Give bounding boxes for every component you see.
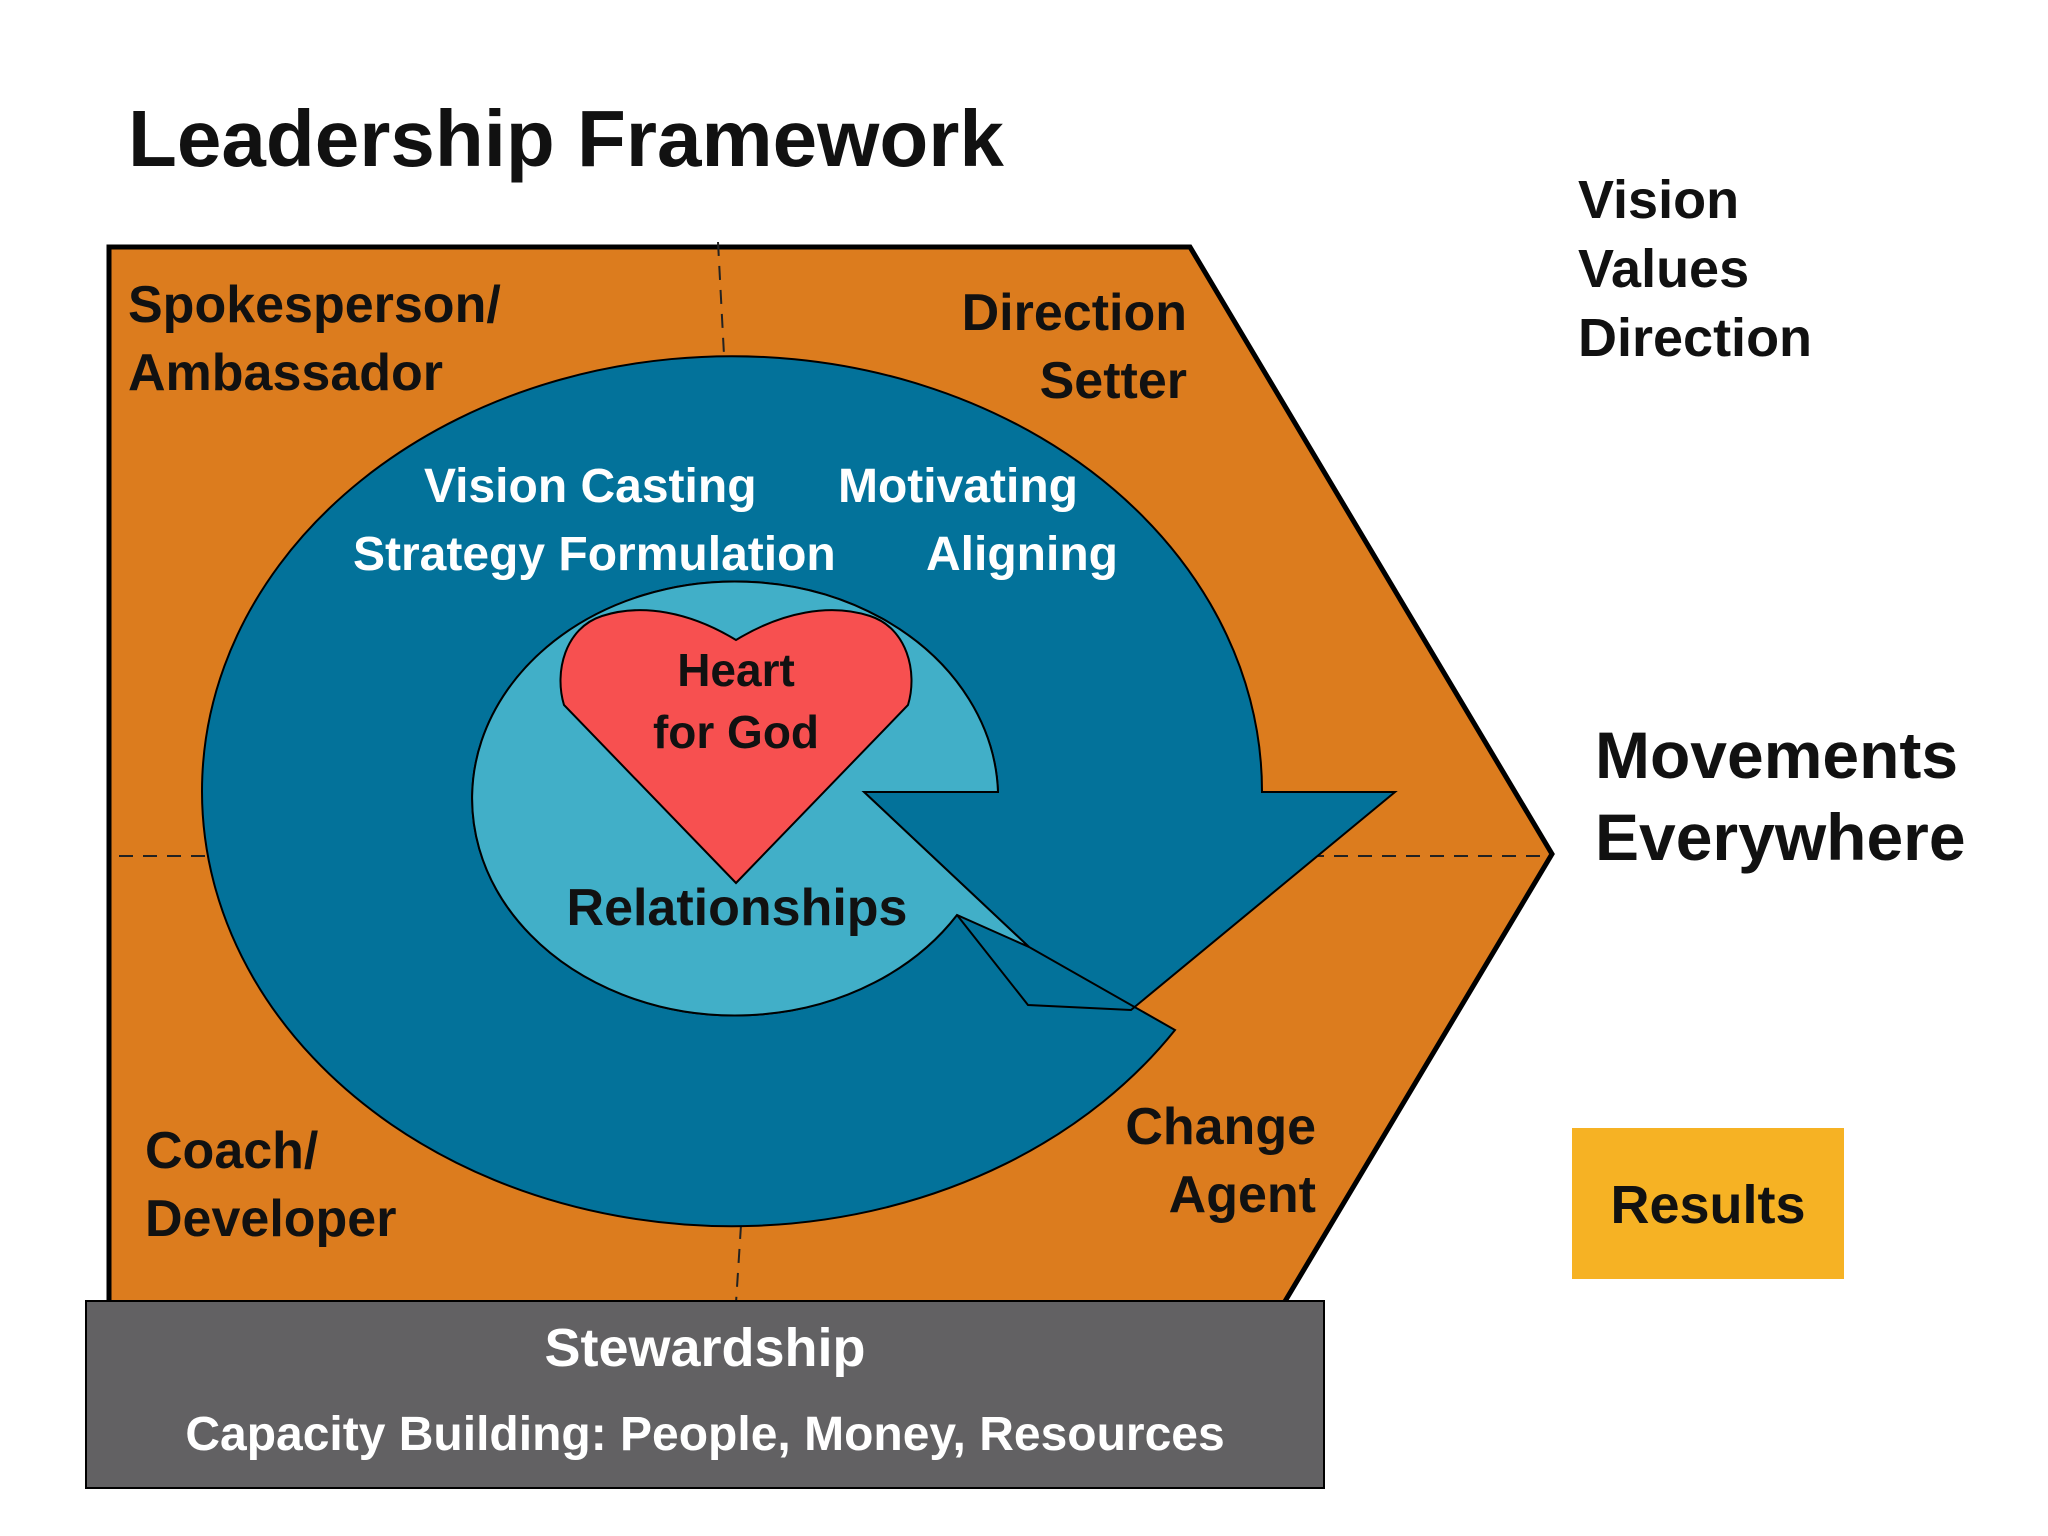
slide-title: Leadership Framework (128, 94, 1004, 183)
results-box (1572, 1128, 1844, 1279)
coach-label-line2: Developer (145, 1190, 396, 1248)
spokesperson-label-line1: Spokesperson/ (128, 276, 501, 334)
relationships-label: Relationships (567, 879, 908, 937)
spokesperson-label-line2: Ambassador (128, 344, 443, 402)
side-list-item-direction: Direction (1578, 308, 1812, 368)
side-list-item-vision: Vision (1578, 170, 1739, 230)
side-list-item-values: Values (1578, 239, 1749, 299)
heart-shape (559, 609, 913, 885)
strategy-formulation-label: Strategy Formulation (353, 528, 836, 581)
change-agent-label-line1: Change (1125, 1098, 1316, 1156)
results-label: Results (1610, 1175, 1805, 1235)
heart-label-line1: Heart (677, 644, 795, 696)
aligning-label: Aligning (926, 528, 1118, 581)
divider-top (717, 241, 725, 356)
divider-bottom (735, 1224, 742, 1304)
change-agent-label-line2: Agent (1169, 1166, 1316, 1224)
vision-casting-label: Vision Casting (424, 460, 757, 513)
goal-label-line1: Movements (1595, 718, 1958, 792)
stewardship-title: Stewardship (544, 1318, 865, 1378)
coach-label-line1: Coach/ (145, 1122, 318, 1180)
direction-setter-label-line2: Setter (1040, 352, 1187, 410)
quadrant-dividers (119, 241, 1540, 1304)
goal-label-line2: Everywhere (1595, 800, 1966, 874)
direction-setter-label-line1: Direction (962, 284, 1187, 342)
stewardship-bar (85, 1300, 1325, 1489)
motivating-label: Motivating (838, 460, 1078, 513)
stewardship-subtitle: Capacity Building: People, Money, Resour… (185, 1408, 1224, 1461)
heart-label-line2: for God (653, 706, 819, 758)
